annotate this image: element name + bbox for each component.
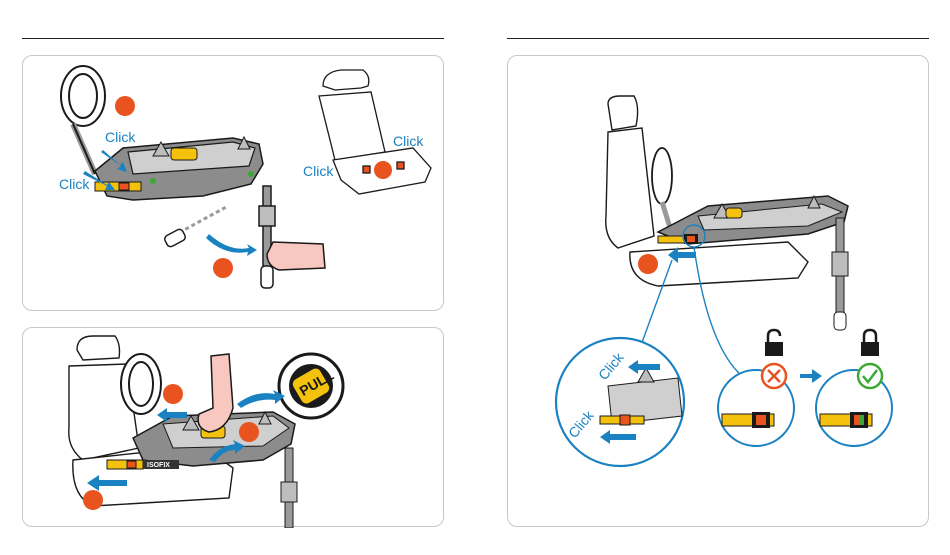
step-dot-1 bbox=[163, 384, 183, 404]
lock-closed-icon bbox=[861, 330, 879, 356]
step-panel-attach: Click Click Click Click bbox=[22, 55, 444, 311]
check-illustration: Click Click bbox=[508, 56, 930, 528]
lock-open-icon bbox=[765, 330, 783, 356]
step-dot-2 bbox=[213, 258, 233, 278]
step-panel-release: ISOFIX PULL bbox=[22, 327, 444, 527]
transition-arrow bbox=[800, 369, 822, 383]
isofix-label: ISOFIX bbox=[147, 462, 170, 469]
attach-illustration: Click Click Click Click bbox=[23, 56, 445, 312]
base-handle bbox=[61, 66, 105, 174]
step-panel-check: Click Click bbox=[507, 55, 929, 527]
click-label-seat-right: Click bbox=[393, 133, 424, 149]
zoom-detail: Click Click bbox=[556, 338, 684, 466]
base-handle bbox=[121, 354, 161, 414]
check-circle-icon bbox=[858, 364, 882, 388]
click-label-mid: Click bbox=[105, 129, 136, 145]
cross-circle-icon bbox=[762, 364, 786, 388]
step-dot-3 bbox=[374, 161, 392, 179]
step-dot-1 bbox=[115, 96, 135, 116]
pull-button-callout: PULL bbox=[279, 354, 343, 418]
hand-illustration bbox=[267, 242, 325, 270]
click-label-left: Click bbox=[59, 176, 90, 192]
top-rule-left bbox=[22, 38, 444, 39]
seat-illustration bbox=[319, 70, 431, 194]
step-dot-1 bbox=[638, 254, 658, 274]
hand-illustration bbox=[198, 354, 233, 432]
step-dot-2 bbox=[239, 422, 259, 442]
vehicle-seat bbox=[606, 96, 808, 286]
release-illustration: ISOFIX PULL bbox=[23, 328, 445, 528]
step-dot-3 bbox=[83, 490, 103, 510]
click-label-seat-left: Click bbox=[303, 163, 334, 179]
base-handle bbox=[652, 148, 672, 234]
top-rule-right bbox=[507, 38, 929, 39]
